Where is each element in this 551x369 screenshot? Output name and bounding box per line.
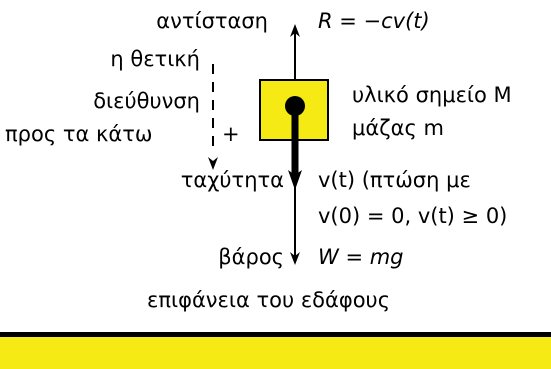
- positive-direction-label-line3: προς τα κάτω: [5, 122, 153, 146]
- positive-direction-label-line2: διεύθυνση: [93, 89, 200, 113]
- ground-label: επιφάνεια του εδάφους: [147, 288, 391, 312]
- positive-sign: +: [222, 122, 240, 146]
- mass-point-label-line2: μάζας m: [352, 116, 444, 140]
- weight-label: βάρος: [218, 245, 284, 269]
- weight-arrowhead: [290, 252, 300, 265]
- mass-point-label-line1: υλικό σημείο M: [352, 83, 512, 107]
- ground-surface: [0, 332, 551, 369]
- velocity-arrowhead: [288, 170, 302, 190]
- weight-formula: W = mg: [318, 245, 404, 269]
- resistance-label: αντίσταση: [156, 9, 268, 33]
- velocity-formula-line1: v(t) (πτώση με: [318, 168, 471, 192]
- velocity-formula-line2: v(0) = 0, v(t) ≥ 0): [318, 204, 508, 228]
- positive-direction-arrowhead: [208, 157, 218, 170]
- velocity-label: ταχύτητα: [180, 168, 284, 192]
- resistance-arrowhead: [290, 24, 300, 37]
- mass-point: [285, 96, 305, 116]
- resistance-formula: R = −cv(t): [318, 9, 430, 33]
- positive-direction-label-line1: η θετική: [110, 47, 200, 71]
